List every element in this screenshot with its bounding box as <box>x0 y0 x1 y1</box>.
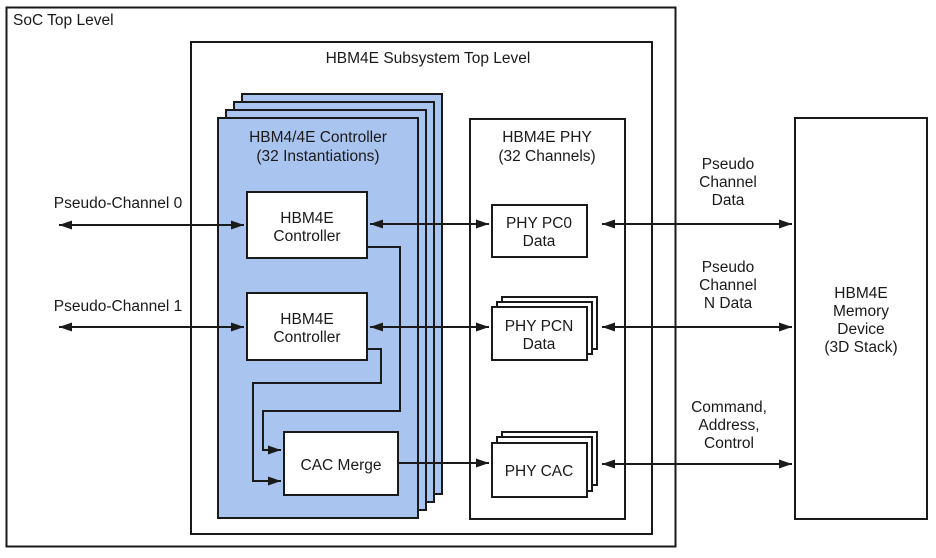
memory-label-line1: HBM4E <box>834 285 887 302</box>
hbm4e-controller-0-box <box>246 191 368 259</box>
pseudo-channel-n-data-label-line1: Pseudo <box>702 259 755 276</box>
hbm4e-controller-1-label-line1: HBM4E <box>280 311 333 328</box>
phy-pcn-front <box>491 306 588 361</box>
phy-pcn-label-line2: Data <box>523 336 556 353</box>
pseudo-channel-0-label: Pseudo-Channel 0 <box>54 195 183 212</box>
subsystem-title: HBM4E Subsystem Top Level <box>326 50 531 67</box>
controller0-cac-merge-line <box>262 246 401 455</box>
controller1-cac-merge-line <box>252 348 382 486</box>
memory-label-line3: Device <box>837 321 884 338</box>
pseudo-channel-n-data-label-line2: Channel <box>699 277 757 294</box>
pseudo-channel-1-label: Pseudo-Channel 1 <box>54 298 182 315</box>
command-address-control-label-line3: Control <box>704 435 754 452</box>
pseudo-channel-data-label-line3: Data <box>712 192 745 209</box>
phy-title-line2: (32 Channels) <box>498 148 595 165</box>
memory-device-box <box>794 117 928 520</box>
hbm4e-controller-1-label-line2: Controller <box>273 329 340 346</box>
memory-label-line4: (3D Stack) <box>824 339 897 356</box>
pseudo-channel-data-label-line2: Channel <box>699 174 757 191</box>
phy-cac-label: PHY CAC <box>505 463 574 480</box>
memory-label-line2: Memory <box>833 303 889 320</box>
hbm4e-controller-0-label-line2: Controller <box>273 228 340 245</box>
phy-title-line1: HBM4E PHY <box>502 129 592 146</box>
phy-pc0-label-line2: Data <box>523 233 556 250</box>
cac-merge-box <box>283 431 399 496</box>
hbm4e-controller-0-label-line1: HBM4E <box>280 210 333 227</box>
hbm4e-controller-1-box <box>246 292 368 361</box>
phy-pc0-box <box>491 204 588 258</box>
phy-cac-front <box>491 442 588 498</box>
pseudo-channel-data-label-line1: Pseudo <box>702 156 755 173</box>
phy-pcn-label-line1: PHY PCN <box>505 318 574 335</box>
controller-stack-title-line2: (32 Instantiations) <box>256 148 379 165</box>
phy-pc0-label-line1: PHY PC0 <box>506 215 572 232</box>
controller-stack-title-line1: HBM4/4E Controller <box>249 129 387 146</box>
cac-merge-label: CAC Merge <box>301 457 382 474</box>
command-address-control-label-line1: Command, <box>691 399 767 416</box>
pseudo-channel-n-data-label-line3: N Data <box>704 295 753 312</box>
command-address-control-label-line2: Address, <box>698 417 759 434</box>
soc-title: SoC Top Level <box>13 12 114 29</box>
